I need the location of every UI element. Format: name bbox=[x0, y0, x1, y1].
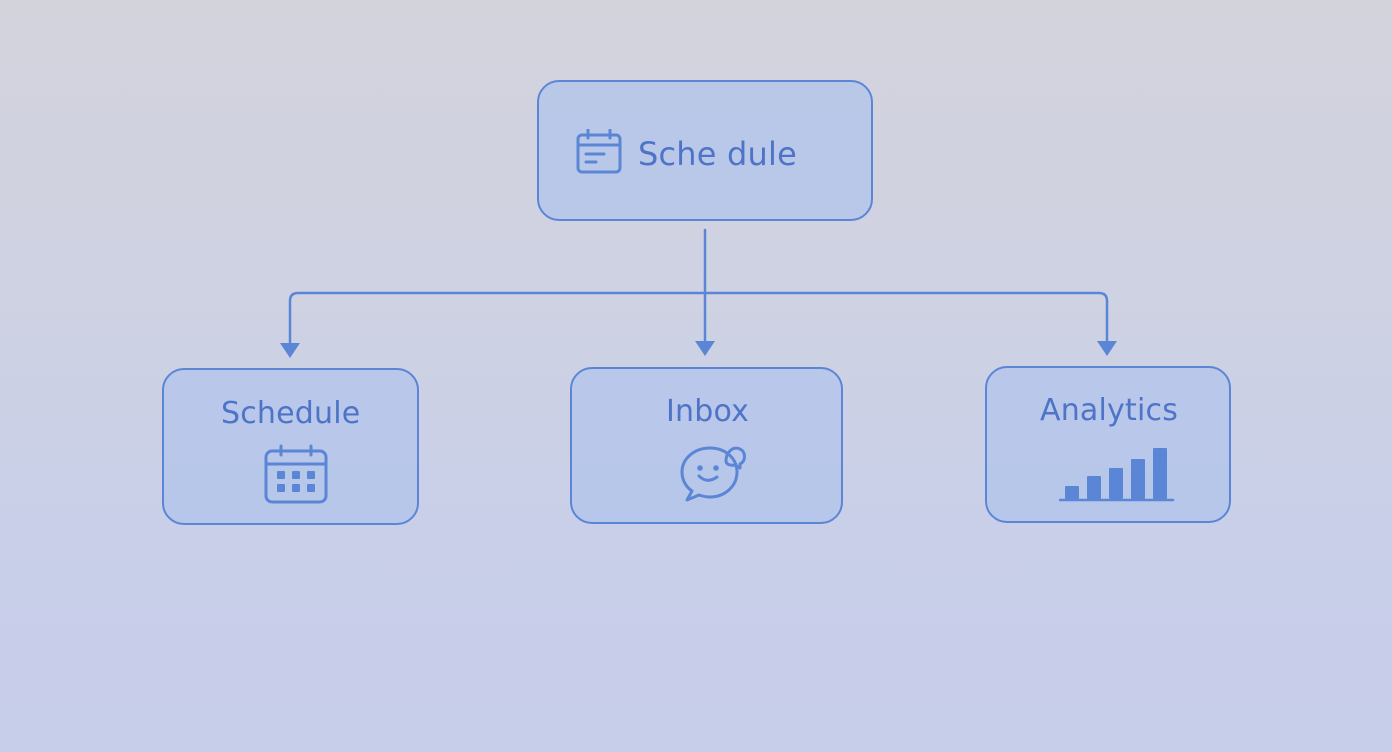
branch-left-connector bbox=[288, 291, 707, 347]
schedule-node-label: Schedule bbox=[221, 396, 361, 431]
analytics-node-label: Analytics bbox=[1040, 393, 1179, 428]
inbox-node-label: Inbox bbox=[666, 394, 750, 429]
calendar-grid-icon bbox=[264, 444, 328, 504]
arrowhead-left bbox=[280, 343, 300, 358]
inbox-node[interactable]: Inbox bbox=[570, 367, 843, 524]
arrowhead-center bbox=[695, 341, 715, 356]
bar-chart-icon bbox=[1059, 448, 1175, 502]
analytics-node[interactable]: Analytics bbox=[985, 366, 1231, 523]
arrowhead-right bbox=[1097, 341, 1117, 356]
chat-bubble-icon bbox=[680, 446, 746, 502]
calendar-icon bbox=[576, 129, 622, 174]
schedule-node[interactable]: Schedule bbox=[162, 368, 419, 525]
root-node-label: Sche dule bbox=[638, 135, 798, 173]
root-node[interactable]: Sche dule bbox=[537, 80, 873, 221]
branch-right-connector bbox=[703, 291, 1109, 345]
